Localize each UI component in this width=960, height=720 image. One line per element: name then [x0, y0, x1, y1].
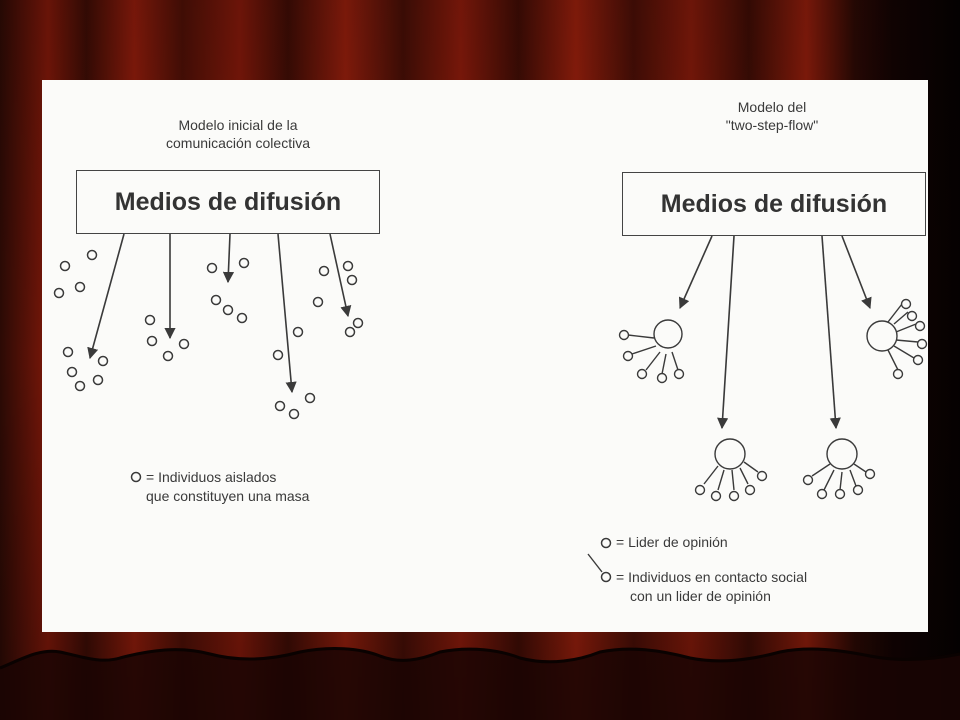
- right-legend1-text: = Lider de opinión: [616, 534, 728, 550]
- left-legend-symbol: [130, 471, 142, 483]
- right-legend-2: = Individuos en contacto social con un l…: [616, 568, 807, 606]
- diagram-card: Modelo inicial de la comunicación colect…: [42, 80, 928, 632]
- right-arrow-2: [717, 235, 735, 430]
- right-title-line1: Modelo del: [737, 99, 807, 115]
- left-arrow-3: [222, 233, 235, 284]
- left-arrow-5: [329, 233, 352, 318]
- right-leader-groups: [618, 298, 928, 502]
- left-arrow-4: [277, 233, 297, 394]
- right-media-box: Medios de difusión: [622, 172, 926, 236]
- right-legend2-line2: con un lider de opinión: [630, 588, 771, 604]
- right-legend2-line1: = Individuos en contacto social: [616, 569, 808, 585]
- right-arrow-4: [841, 235, 872, 310]
- right-arrow-3: [821, 235, 841, 430]
- left-legend: = Individuos aislados que constituyen un…: [146, 468, 309, 506]
- left-arrow-1: [87, 233, 125, 360]
- opinion-leader-3: [694, 438, 768, 502]
- right-legend-1: = Lider de opinión: [616, 533, 728, 552]
- left-title: Modelo inicial de la comunicación colect…: [138, 116, 338, 152]
- left-individuals: [53, 249, 364, 420]
- right-media-box-label: Medios de difusión: [660, 189, 888, 218]
- right-legend-symbol-2: [600, 571, 612, 583]
- opinion-leader-2: [866, 298, 928, 380]
- left-legend-line1: = Individuos aislados: [146, 469, 277, 485]
- right-title-line2: "two-step-flow": [725, 117, 819, 133]
- diagram-graphics: [53, 233, 928, 583]
- right-arrow-1: [678, 235, 713, 310]
- left-title-line2: comunicación colectiva: [166, 135, 310, 151]
- right-title: Modelo del "two-step-flow": [702, 98, 842, 134]
- left-media-box: Medios de difusión: [76, 170, 380, 234]
- right-legend-symbol-1: [600, 537, 612, 549]
- opinion-leader-4: [802, 438, 876, 500]
- left-media-box-label: Medios de difusión: [114, 187, 342, 216]
- right-legend-connector: [587, 553, 603, 573]
- opinion-leader-1: [618, 319, 685, 384]
- left-legend-line2: que constituyen una masa: [146, 488, 310, 504]
- left-title-line1: Modelo inicial de la: [178, 117, 298, 133]
